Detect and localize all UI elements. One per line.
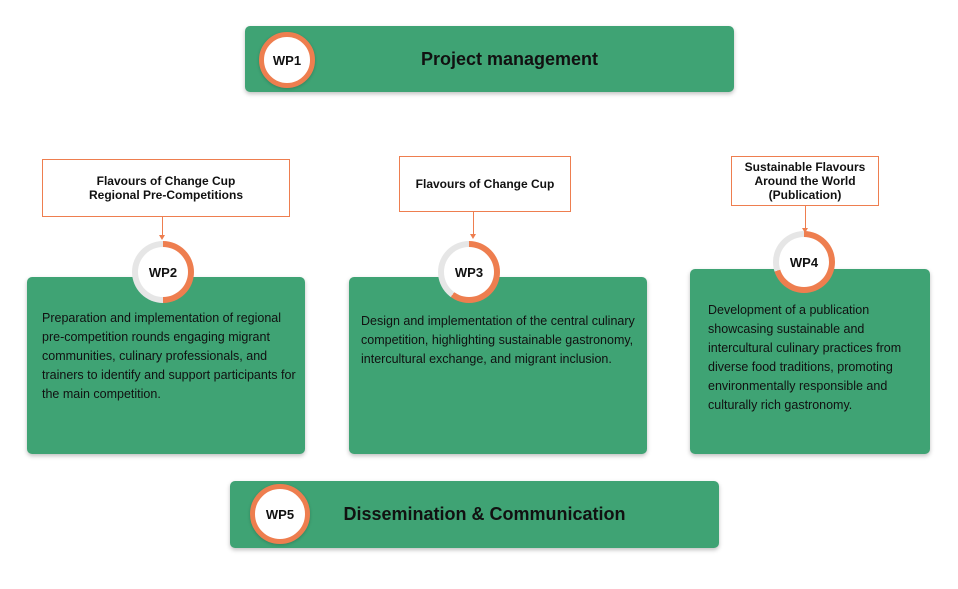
wp2-description: Preparation and implementation of region… xyxy=(42,311,296,401)
wp4-connector xyxy=(805,206,806,228)
wp3-card: Design and implementation of the central… xyxy=(349,277,647,454)
wp1-bar: Project management xyxy=(245,26,734,92)
wp4-arrowhead xyxy=(802,228,808,233)
wp4-description: Development of a publication showcasing … xyxy=(708,303,902,412)
wp3-connector xyxy=(473,212,474,234)
wp3-label: Flavours of Change Cup xyxy=(415,177,555,191)
wp2-arrowhead xyxy=(159,235,165,240)
wp4-label-line3: (Publication) xyxy=(768,188,842,202)
wp4-badge: WP4 xyxy=(779,237,829,287)
wp3-arrowhead xyxy=(470,234,476,239)
wp2-connector xyxy=(162,217,163,235)
wp2-label-line2: Regional Pre-Competitions xyxy=(88,188,243,202)
wp2-badge-ring: WP2 xyxy=(132,241,194,303)
wp2-label-line1: Flavours of Change Cup xyxy=(96,174,236,188)
wp4-label-line1: Sustainable Flavours xyxy=(744,160,866,174)
wp3-badge: WP3 xyxy=(444,247,494,297)
wp4-badge-ring: WP4 xyxy=(773,231,835,293)
wp2-label-box: Flavours of Change Cup Regional Pre-Comp… xyxy=(42,159,290,217)
wp3-badge-ring: WP3 xyxy=(438,241,500,303)
wp3-label-box: Flavours of Change Cup xyxy=(399,156,571,212)
wp5-bar: Dissemination & Communication xyxy=(230,481,719,548)
wp2-badge: WP2 xyxy=(138,247,188,297)
wp4-card: Development of a publication showcasing … xyxy=(690,269,930,454)
wp4-label-line2: Around the World xyxy=(754,174,856,188)
wp5-title: Dissemination & Communication xyxy=(343,504,626,524)
wp4-label-box: Sustainable Flavours Around the World (P… xyxy=(731,156,879,206)
wp2-card: Preparation and implementation of region… xyxy=(27,277,305,454)
wp1-badge: WP1 xyxy=(259,32,315,88)
wp5-badge: WP5 xyxy=(250,484,310,544)
wp3-description: Design and implementation of the central… xyxy=(361,314,635,366)
wp1-title: Project management xyxy=(420,48,599,69)
